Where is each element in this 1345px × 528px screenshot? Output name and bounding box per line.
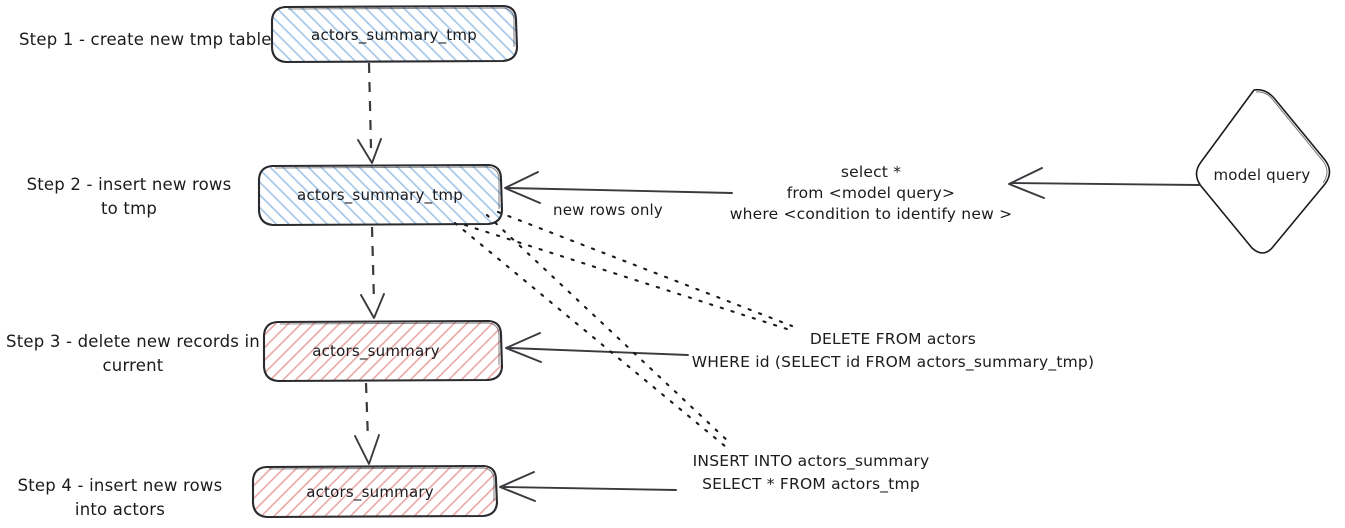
arrow-delete-into-node3: [505, 332, 689, 363]
step4-line-2: into actors: [75, 500, 165, 519]
step1-line-1: Step 1 - create new tmp table: [19, 30, 272, 49]
annotation-insert-sql: INSERT INTO actors_summary SELECT * FROM…: [693, 452, 930, 494]
arrow-insert-into-node4: [499, 471, 677, 502]
node1-outline: [270, 4, 519, 64]
node4-label: actors_summary: [306, 483, 434, 502]
model-query-sql-line-3: where <condition to identify new >: [730, 205, 1013, 223]
node1-label: actors_summary_tmp: [311, 26, 477, 45]
node1-outline-echo: [287, 7, 515, 47]
step-label-4: Step 4 - insert new rows into actors: [18, 476, 223, 519]
node2-outline: [257, 163, 504, 227]
node2-fill: [259, 165, 502, 225]
insert-sql-line-1: INSERT INTO actors_summary: [693, 452, 930, 471]
step-label-1: Step 1 - create new tmp table: [19, 30, 272, 49]
node2-outline-echo: [274, 166, 500, 209]
node3-outline-echo: [279, 322, 500, 365]
step2-line-1: Step 2 - insert new rows: [27, 175, 232, 194]
node3-label: actors_summary: [312, 342, 440, 361]
annotation-model-query-sql: select * from <model query> where <condi…: [730, 163, 1013, 223]
step3-line-1: Step 3 - delete new records in: [6, 332, 260, 351]
step3-line-2: current: [103, 356, 164, 375]
step2-line-2: to tmp: [101, 199, 157, 218]
flow-arrow-node2-to-node3: [360, 226, 385, 319]
diamond-label: model query: [1214, 166, 1311, 184]
node4-outline-echo: [268, 467, 495, 501]
arrow-new-rows-only: [504, 171, 733, 204]
edge-label-new-rows-only: new rows only: [553, 201, 663, 219]
node-actors-summary-3[interactable]: actors_summary: [262, 319, 504, 383]
dotted-leader-to-insert-sql: [453, 213, 732, 449]
dotted-leader-to-delete-sql: [463, 210, 794, 332]
node1-fill: [272, 6, 517, 62]
model-query-sql-line-2: from <model query>: [787, 184, 956, 202]
arrow-model-query: [1008, 167, 1201, 199]
model-query-sql-line-1: select *: [841, 163, 901, 181]
diamond-outline: [1195, 88, 1331, 254]
node3-outline: [262, 319, 504, 383]
step4-line-1: Step 4 - insert new rows: [18, 476, 223, 495]
step-label-3: Step 3 - delete new records in current: [6, 332, 260, 375]
step-label-2: Step 2 - insert new rows to tmp: [27, 175, 232, 218]
flow-arrow-node3-to-node4: [354, 382, 380, 465]
delete-sql-line-2: WHERE id (SELECT id FROM actors_summary_…: [692, 353, 1094, 372]
node-actors-summary-tmp-1[interactable]: actors_summary_tmp: [270, 4, 519, 64]
annotation-delete-sql: DELETE FROM actors WHERE id (SELECT id F…: [692, 330, 1094, 372]
node2-label: actors_summary_tmp: [297, 186, 463, 205]
node4-fill: [253, 466, 497, 517]
node-model-query-diamond[interactable]: model query: [1195, 88, 1331, 254]
diamond-outline-echo: [1255, 91, 1328, 184]
node-actors-summary-tmp-2[interactable]: actors_summary_tmp: [257, 163, 504, 227]
flow-arrow-node1-to-node2: [357, 62, 382, 164]
node3-fill: [264, 321, 502, 381]
insert-sql-line-2: SELECT * FROM actors_tmp: [702, 475, 920, 494]
delete-sql-line-1: DELETE FROM actors: [810, 330, 976, 348]
node4-outline: [251, 464, 499, 519]
node-actors-summary-4[interactable]: actors_summary: [251, 464, 499, 519]
